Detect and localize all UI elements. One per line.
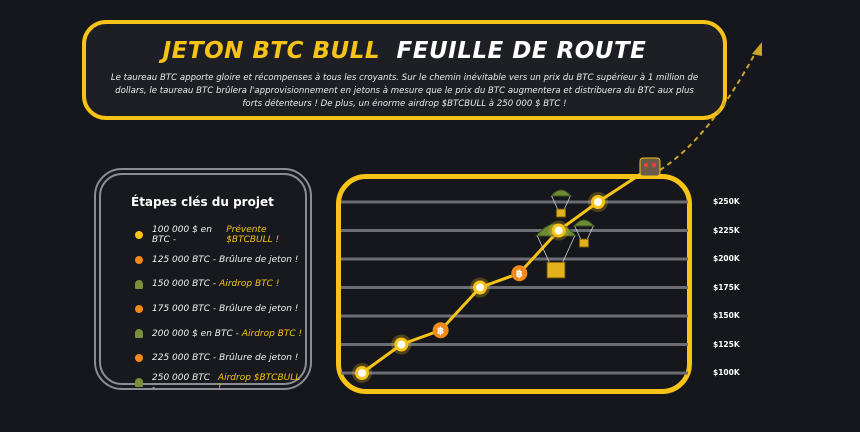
fire-dot-icon — [135, 305, 143, 314]
milestone-event: Prévente $BTCBULL ! — [226, 225, 280, 246]
bitcoin-symbol: ฿ — [437, 326, 444, 337]
milestone-price: 150 000 BTC - — [152, 279, 217, 290]
data-point — [591, 195, 605, 209]
milestone-event: Brûlure de jeton ! — [219, 254, 299, 265]
milestone-event: Airdrop BTC ! — [219, 279, 280, 290]
parachute-crate-icon — [573, 219, 595, 248]
y-tick-label: $200K — [713, 254, 740, 263]
milestone-price: 250 000 BTC - — [152, 372, 211, 393]
bitcoin-icon — [511, 265, 528, 282]
price-chart-frame — [336, 174, 692, 394]
bull-mascot-icon — [639, 157, 661, 177]
milestone-event: Brûlure de jeton ! — [219, 304, 299, 315]
fire-dot-icon — [135, 354, 143, 363]
bitcoin-icon — [432, 322, 449, 339]
y-tick-label: $125K — [713, 339, 740, 349]
parachute-icon — [135, 279, 143, 289]
page-title: JETON BTC BULL FEUILLE DE ROUTE — [86, 38, 723, 64]
milestone-item: 225 000 BTC -Brûlure de jeton ! — [135, 346, 305, 371]
milestone-item: 175 000 BTC -Brûlure de jeton ! — [135, 297, 305, 322]
data-point — [394, 337, 409, 352]
title-token-name: JETON BTC BULL — [162, 38, 381, 64]
parachute-icon — [135, 378, 143, 388]
yellow-dot-icon — [135, 231, 143, 240]
parachute-icon — [135, 329, 143, 339]
milestone-event: Airdrop BTC ! — [241, 328, 303, 339]
y-tick-label: $175K — [713, 282, 740, 292]
milestone-item: 250 000 BTC - Airdrop $BTCBULL ! — [135, 371, 305, 396]
milestone-event: Airdrop $BTCBULL ! — [217, 372, 301, 393]
y-tick-label: $225K — [713, 225, 740, 235]
milestone-price: 175 000 BTC - — [152, 304, 217, 315]
milestone-item: 125 000 BTC -Brûlure de jeton ! — [135, 248, 305, 273]
fire-dot-icon — [135, 255, 143, 264]
title-roadmap: FEUILLE DE ROUTE — [396, 38, 647, 64]
milestones-panel: Étapes clés du projet 100 000 $ en BTC -… — [94, 168, 312, 393]
milestone-item: 200 000 $ en BTC -Airdrop BTC ! — [135, 321, 305, 346]
bitcoin-symbol: ฿ — [516, 269, 523, 280]
milestone-item: 100 000 $ en BTC - Prévente $BTCBULL ! — [135, 223, 305, 248]
milestones-title: Étapes clés du projet — [131, 195, 274, 209]
data-point — [355, 366, 369, 380]
milestone-price: 100 000 $ en BTC - — [152, 225, 212, 246]
milestone-item: 150 000 BTC -Airdrop BTC ! — [135, 272, 305, 297]
y-tick-label: $250K — [713, 197, 740, 206]
dashed-arrow-icon — [659, 42, 762, 171]
milestone-event: Brûlure de jeton ! — [219, 353, 299, 364]
milestones-list: 100 000 $ en BTC -Prévente $BTCBULL !125… — [135, 223, 305, 395]
roadmap-header: JETON BTC BULL FEUILLE DE ROUTE Le taure… — [82, 20, 727, 120]
y-tick-label: $150K — [713, 311, 740, 320]
milestone-price: 225 000 BTC - — [152, 353, 217, 364]
header-description: Le taureau BTC apporte gloire et récompe… — [110, 73, 699, 109]
y-tick-label: $100K — [713, 368, 740, 377]
milestone-price: 125 000 BTC - — [152, 254, 217, 265]
milestone-price: 200 000 $ en BTC - — [152, 328, 239, 339]
data-point — [551, 223, 566, 238]
parachute-crate-icon — [550, 189, 572, 218]
data-point — [473, 280, 487, 295]
